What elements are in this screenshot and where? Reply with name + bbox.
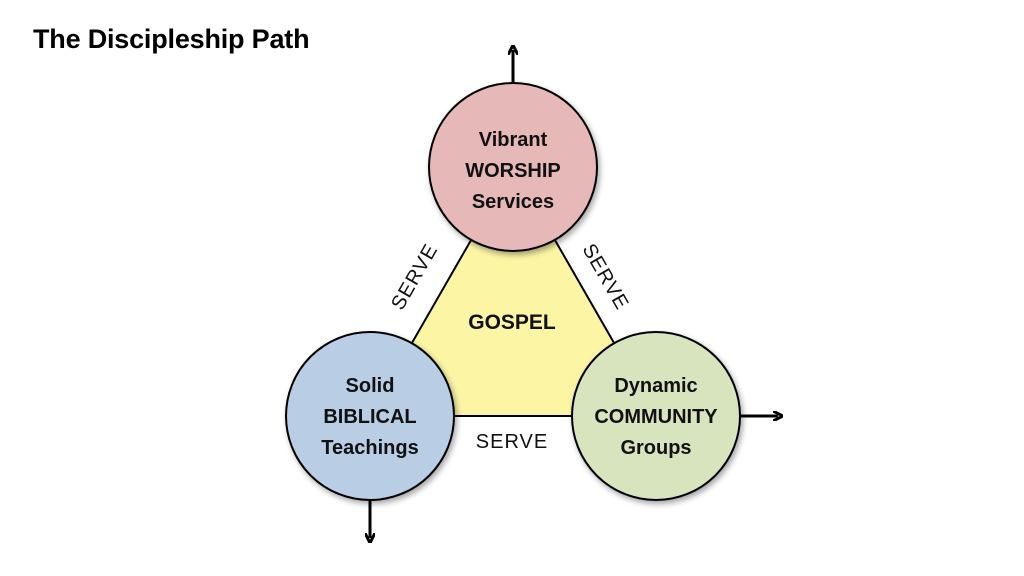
biblical-label-line1: Solid bbox=[346, 375, 395, 397]
biblical-circle bbox=[285, 331, 455, 501]
community-label-line2: COMMUNITY bbox=[594, 406, 718, 428]
biblical-label-line3: Teachings bbox=[321, 437, 418, 459]
community-label-line1: Dynamic bbox=[614, 375, 697, 397]
gospel-label: GOSPEL bbox=[468, 311, 556, 334]
community-circle bbox=[571, 331, 741, 501]
gospel-triangle bbox=[368, 164, 658, 417]
community-label-line3: Groups bbox=[620, 437, 691, 459]
serve-label-bottom: SERVE bbox=[476, 431, 548, 453]
worship-label-line3: Services bbox=[472, 191, 554, 213]
worship-label-line1: Vibrant bbox=[479, 129, 548, 151]
biblical-label-line2: BIBLICAL bbox=[323, 406, 416, 428]
page-title: The Discipleship Path bbox=[33, 24, 310, 54]
worship-label-line2: WORSHIP bbox=[465, 160, 561, 182]
worship-circle bbox=[428, 82, 598, 252]
